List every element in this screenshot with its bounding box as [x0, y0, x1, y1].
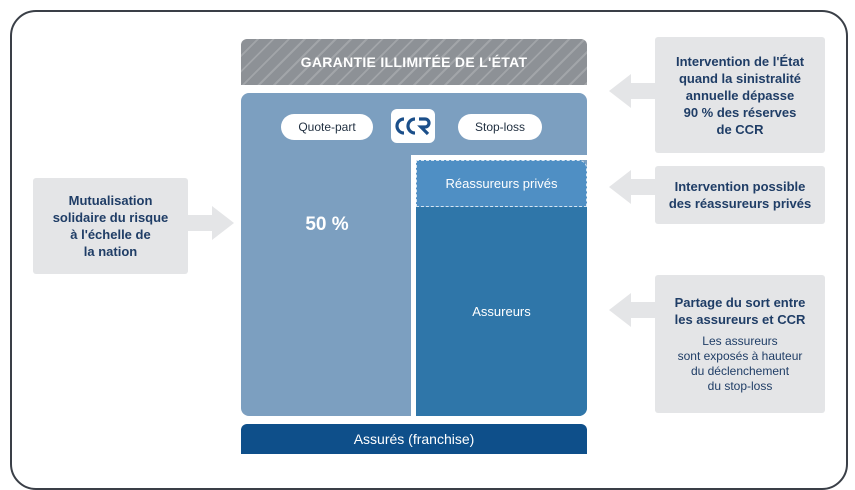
- private-intervention-note: Intervention possible des réassureurs pr…: [655, 166, 825, 224]
- arrow-right-icon: [188, 206, 234, 240]
- horizontal-divider: [411, 155, 587, 160]
- mutualisation-note: Mutualisation solidaire du risque à l'éc…: [33, 178, 188, 274]
- mutualisation-text: Mutualisation solidaire du risque à l'éc…: [52, 193, 169, 259]
- ccr-share-percentage: 50 %: [305, 214, 349, 235]
- private-intervention-text: Intervention possible des réassureurs pr…: [668, 179, 812, 211]
- insurers-label: Assureurs: [472, 304, 531, 319]
- ccr-logo: [391, 109, 435, 143]
- arrow-left-icon: [609, 74, 655, 108]
- state-intervention-text: Intervention de l'État quand la sinistra…: [675, 53, 805, 137]
- state-guarantee-banner: GARANTIE ILLIMITÉE DE L'ÉTAT: [241, 39, 587, 85]
- stop-loss-label: Stop-loss: [474, 120, 526, 134]
- insurers-layer: Assureurs: [416, 207, 587, 416]
- quota-share-pill: Quote-part: [281, 114, 373, 140]
- risk-sharing-detail: Les assureurs sont exposés à hauteur du …: [677, 334, 803, 393]
- quota-share-label: Quote-part: [298, 120, 356, 134]
- insured-label: Assurés (franchise): [353, 431, 475, 447]
- state-intervention-note: Intervention de l'État quand la sinistra…: [655, 37, 825, 153]
- ccr-logo-icon: [395, 117, 431, 136]
- risk-sharing-title: Partage du sort entre les assureurs et C…: [674, 295, 806, 327]
- private-reinsurers-layer: Réassureurs privés: [416, 160, 587, 207]
- risk-sharing-note: Partage du sort entre les assureurs et C…: [655, 275, 825, 413]
- arrow-left-icon: [609, 293, 655, 327]
- private-reinsurers-label: Réassureurs privés: [445, 176, 558, 191]
- arrow-left-icon: [609, 170, 655, 204]
- insured-deductible-bar: Assurés (franchise): [241, 424, 587, 454]
- state-guarantee-label: GARANTIE ILLIMITÉE DE L'ÉTAT: [300, 54, 528, 70]
- stop-loss-pill: Stop-loss: [458, 114, 542, 140]
- vertical-divider: [411, 155, 416, 416]
